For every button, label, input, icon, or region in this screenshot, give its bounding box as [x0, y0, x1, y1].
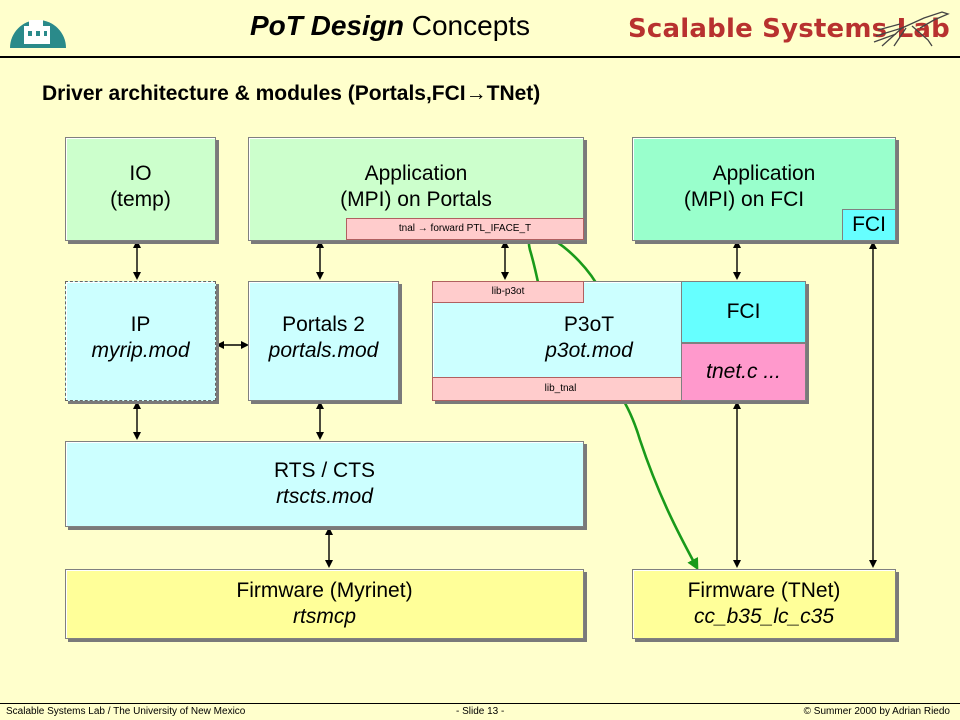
firmware-tnet-line1: Firmware (TNet) [687, 579, 841, 602]
title-bold: PoT Design [249, 10, 404, 41]
subtitle-arrow: → [465, 82, 487, 105]
rts-line2: rtscts.mod [276, 485, 373, 508]
lab-logo-text: Scalable Systems Lab [628, 14, 950, 44]
rts-box: RTS / CTS rtscts.mod [65, 441, 584, 527]
lib-tnal-tag: lib_tnal [432, 377, 689, 401]
slide-title: PoT Design Concepts [220, 10, 560, 42]
app-fci-line2: (MPI) on FCI [683, 188, 805, 211]
firmware-myrinet-line1: Firmware (Myrinet) [236, 579, 413, 602]
university-logo-icon [10, 20, 66, 48]
portals2-line1: Portals 2 [282, 313, 365, 336]
app-fci-line1: Application [712, 162, 816, 185]
tnet-line1: tnet.c ... [706, 360, 781, 383]
footer-divider [0, 703, 960, 704]
io-line2: (temp) [110, 188, 171, 211]
fci-line1: FCI [726, 300, 761, 323]
p3ot-line1: P3oT [563, 313, 615, 336]
header-divider [0, 56, 960, 58]
footer-slide-number: - Slide 13 - [456, 706, 505, 717]
tnet-box: tnet.c ... [681, 343, 806, 401]
p3ot-line2: p3ot.mod [545, 339, 633, 362]
title-rest: Concepts [411, 10, 531, 41]
subtitle-main: Driver architecture & modules (Portals,F… [42, 82, 466, 105]
ip-line2: myrip.mod [91, 339, 190, 362]
footer-left: Scalable Systems Lab / The University of… [6, 706, 246, 717]
ip-box: IP myrip.mod [65, 281, 216, 401]
footer-right: © Summer 2000 by Adrian Riedo [803, 706, 950, 717]
roadrunner-logo-icon [873, 11, 950, 47]
fci-box: FCI [681, 281, 806, 343]
firmware-tnet-line2: cc_b35_lc_c35 [693, 605, 835, 628]
portals2-box: Portals 2 portals.mod [248, 281, 399, 401]
portals2-line2: portals.mod [268, 339, 379, 362]
firmware-myrinet-box: Firmware (Myrinet) rtsmcp [65, 569, 584, 639]
app-fci-tag: FCI [842, 209, 896, 241]
rts-line1: RTS / CTS [273, 459, 376, 482]
firmware-tnet-box: Firmware (TNet) cc_b35_lc_c35 [632, 569, 896, 639]
tnal-forward-tag: tnal → forward PTL_IFACE_T [346, 218, 584, 240]
io-line1: IO [129, 162, 152, 185]
lib-p3ot-tag: lib-p3ot [432, 281, 584, 303]
app-portals-line1: Application [364, 162, 468, 185]
ip-line1: IP [130, 313, 151, 336]
subtitle-tail: TNet) [486, 82, 541, 105]
slide-subtitle: Driver architecture & modules (Portals,F… [42, 82, 540, 106]
io-box: IO (temp) [65, 137, 216, 241]
app-portals-line2: (MPI) on Portals [340, 188, 492, 211]
firmware-myrinet-line2: rtsmcp [293, 605, 356, 628]
